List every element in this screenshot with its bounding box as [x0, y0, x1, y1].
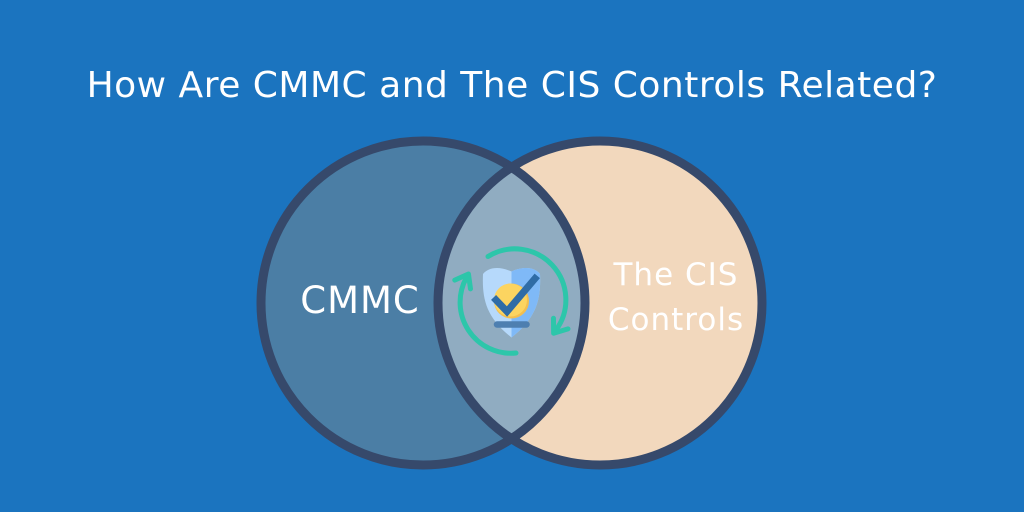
- checkmark-icon: [491, 273, 540, 317]
- left-circle-label: CMMC: [300, 279, 420, 322]
- sync-arrow-right-icon: [485, 246, 571, 336]
- shield-check-sync-icon: [452, 246, 571, 356]
- venn-right-circle-border: [433, 136, 767, 470]
- right-circle-label-line2: Controls: [608, 302, 744, 338]
- sync-arrow-left-icon: [452, 271, 519, 356]
- venn-left-circle-border: [256, 136, 590, 470]
- right-circle-label-line1: The CIS: [613, 257, 739, 293]
- venn-overlap-region: [438, 141, 585, 465]
- page-title: How Are CMMC and The CIS Controls Relate…: [86, 65, 938, 106]
